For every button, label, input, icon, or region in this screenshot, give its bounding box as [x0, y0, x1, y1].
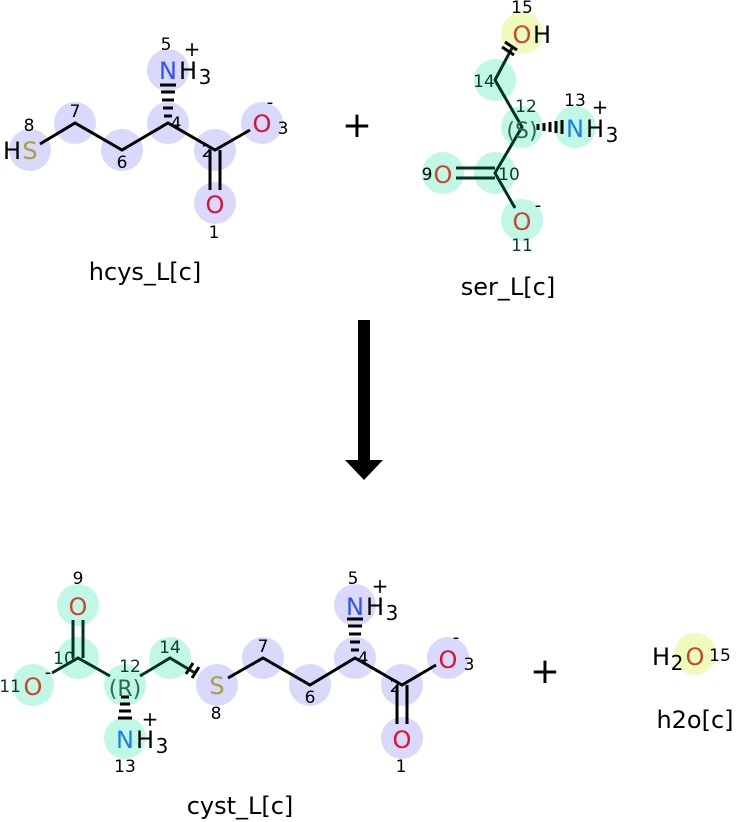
- atom-h3: H: [366, 593, 384, 621]
- subscript: 3: [199, 65, 212, 89]
- molecule-hcys: H S N H 3 + O - O 1 2 3 4 5 6 7 8 hcys_L…: [3, 35, 288, 286]
- stereo-label: (S): [506, 119, 537, 144]
- atom-h3: H: [136, 726, 154, 754]
- atom-number: 5: [161, 35, 172, 55]
- atom-n13: N: [566, 115, 584, 143]
- atom-s: S: [209, 672, 224, 700]
- molecule-ser: O H (S) N H 3 + O O - 9 10 11 12 13 14 1…: [422, 0, 619, 301]
- atom-number: 10: [53, 649, 75, 669]
- atom-number: 5: [348, 569, 359, 589]
- plus-sign: +: [342, 105, 372, 146]
- atom-number: 14: [473, 72, 495, 92]
- atom-n13: N: [116, 726, 134, 754]
- atom-number: 7: [258, 637, 269, 657]
- atom-number: 15: [709, 646, 731, 666]
- atom-number: 3: [278, 119, 289, 139]
- atom-number: 2: [202, 142, 213, 162]
- atom-s: S: [22, 137, 37, 165]
- molecule-h2o: H 2 O 15 h2o[c]: [652, 633, 734, 734]
- atom-h3: H: [586, 115, 604, 143]
- molecule-cyst: O O - (R) N H 3 + S N H 3 + O - O 1 2 3 …: [0, 569, 474, 820]
- molecule-name: cyst_L[c]: [187, 792, 294, 820]
- atom-o15: O: [686, 643, 705, 671]
- atom-number: 11: [511, 236, 533, 256]
- atom-number: 8: [24, 116, 35, 136]
- atom-number: 9: [73, 569, 84, 589]
- atom-number: 3: [464, 655, 475, 675]
- atom-o11: O: [24, 673, 43, 701]
- atom-o15: O: [513, 21, 532, 49]
- atom-number: 4: [358, 649, 369, 669]
- bonds: [39, 83, 251, 190]
- charge-plus: +: [184, 37, 201, 61]
- subscript: 3: [156, 734, 169, 758]
- atom-number: 6: [305, 688, 316, 708]
- charge-minus: -: [267, 92, 274, 113]
- atom-h: H: [533, 21, 551, 49]
- atom-number: 4: [171, 114, 182, 134]
- atom-number: 15: [511, 0, 533, 18]
- atom-number: 7: [70, 102, 81, 122]
- atom-n5: N: [346, 593, 364, 621]
- atom-o9: O: [69, 593, 88, 621]
- atom-number: 12: [119, 657, 141, 677]
- subscript: 2: [671, 651, 684, 675]
- hashed-wedge: [160, 83, 176, 118]
- atom-number: 13: [564, 91, 586, 111]
- subscript: 3: [386, 601, 399, 625]
- atom-h3: H: [179, 57, 197, 85]
- stereo-label: (R): [109, 677, 141, 702]
- charge-minus: -: [45, 662, 52, 683]
- atom-n: N: [159, 57, 177, 85]
- atom-number: 9: [422, 165, 433, 185]
- molecule-name: ser_L[c]: [461, 273, 555, 301]
- atom-number: 6: [117, 153, 128, 173]
- atom-number: 10: [498, 165, 520, 185]
- molecule-name: hcys_L[c]: [89, 258, 201, 286]
- atom-number: 1: [396, 757, 407, 777]
- charge-plus: +: [372, 574, 389, 598]
- reaction-arrow: [345, 320, 383, 480]
- atom-number: 1: [209, 223, 220, 243]
- charge-plus: +: [142, 707, 159, 731]
- charge-minus: -: [535, 195, 542, 216]
- atom-number: 2: [390, 677, 401, 697]
- atom-o1: O: [206, 191, 225, 219]
- atom-number: 8: [211, 704, 222, 724]
- charge-plus: +: [592, 95, 609, 119]
- molecule-name: h2o[c]: [656, 706, 733, 734]
- atom-o3: O: [439, 646, 458, 674]
- atom-h: H: [3, 137, 21, 165]
- atom-o11: O: [513, 208, 532, 236]
- charge-minus: -: [453, 627, 460, 648]
- subscript: 3: [606, 123, 619, 147]
- atom-o1: O: [393, 726, 412, 754]
- atom-h: H: [652, 643, 670, 671]
- atom-o9: O: [434, 161, 453, 189]
- atom-number: 14: [159, 638, 181, 658]
- plus-sign: +: [530, 651, 560, 692]
- atom-o3: O: [253, 110, 272, 138]
- atom-number: 11: [0, 677, 21, 697]
- atom-number: 12: [515, 97, 537, 117]
- atom-number: 13: [114, 757, 136, 777]
